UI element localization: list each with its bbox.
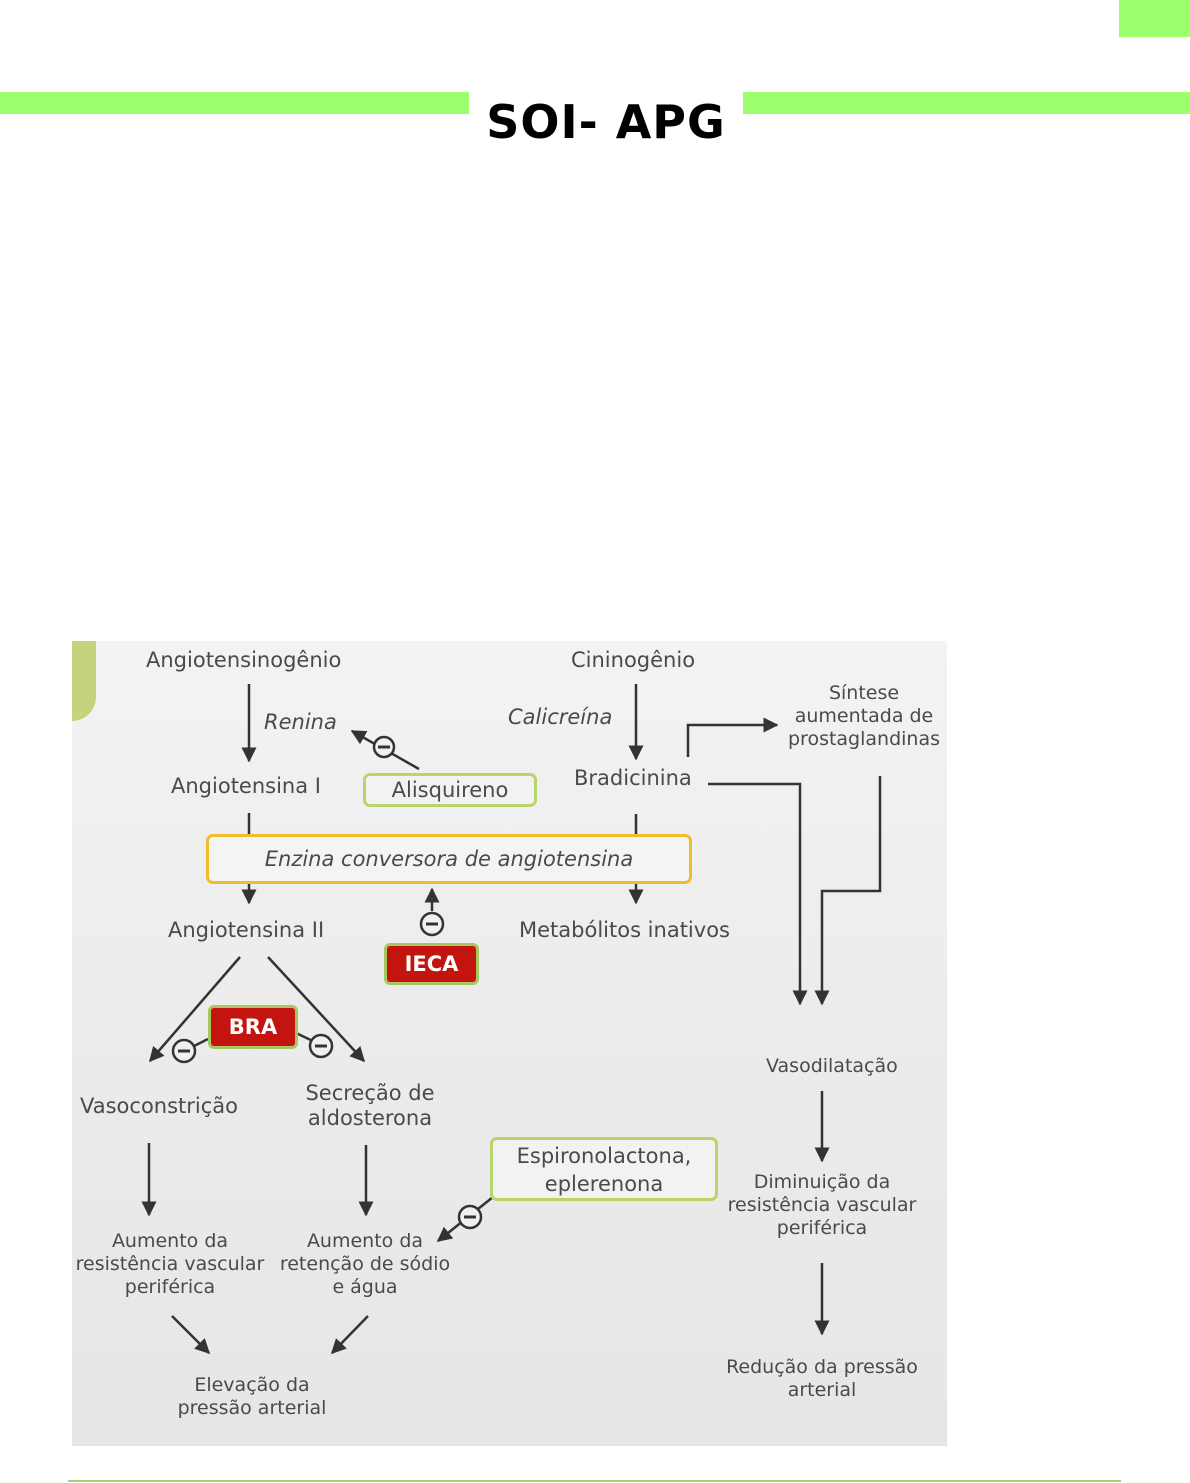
aumento-retencao-line-1: Aumento da — [306, 1230, 424, 1252]
node-secrecao-line-1: Secreção de — [305, 1081, 435, 1105]
raas-diagram: Angiotensinogênio Renina Angiotensina I … — [72, 641, 947, 1446]
node-sintese-prostaglandinas: Síntese aumentada de prostaglandinas — [783, 682, 945, 750]
node-vasoconstricao: Vasoconstrição — [80, 1094, 239, 1118]
arrow-resistencia-to-elevacao — [171, 1315, 211, 1355]
node-calicreina: Calicreína — [508, 705, 613, 729]
aumento-resistencia-line-3: periférica — [124, 1275, 216, 1298]
diminuicao-line-1: Diminuição da — [753, 1171, 891, 1193]
arrow-bradicinina-to-sintese — [686, 717, 779, 757]
diminuicao-line-2: resistência vascular — [727, 1193, 917, 1216]
espiro-line-1: Espironolactona, — [516, 1144, 692, 1168]
figure-corner-decoration — [72, 641, 96, 721]
node-secrecao-line-2: aldosterona — [307, 1106, 433, 1131]
node-angiotensina-ii: Angiotensina II — [168, 918, 325, 942]
node-angiotensina-i: Angiotensina I — [171, 774, 321, 798]
elevacao-line-1: Elevação da — [194, 1374, 310, 1396]
sintese-line-3: prostaglandinas — [787, 727, 941, 750]
node-cininogenio: Cininogênio — [571, 648, 696, 672]
aumento-resistencia-line-2: resistência vascular — [75, 1252, 265, 1275]
arrow-angiotensina-ii-to-secrecao — [267, 956, 366, 1063]
reducao-line-1: Redução da pressão — [726, 1356, 918, 1378]
node-bradicinina: Bradicinina — [574, 766, 692, 790]
title-bar-left — [0, 92, 469, 114]
node-reducao-pressao: Redução da pressão arterial — [722, 1356, 922, 1402]
node-secrecao-aldosterona: Secreção de aldosterona — [290, 1081, 450, 1131]
page-title: SOI- APG — [486, 95, 726, 149]
node-vasodilatacao: Vasodilatação — [766, 1055, 898, 1077]
espiro-line-2: eplerenona — [544, 1172, 664, 1196]
arrow-sintese-to-vasodilatacao — [814, 776, 882, 1006]
corner-tab — [1119, 0, 1190, 37]
node-elevacao-pressao: Elevação da pressão arterial — [162, 1374, 342, 1420]
diminuicao-line-3: periférica — [776, 1216, 868, 1239]
node-alisquireno: Alisquireno — [363, 773, 537, 807]
node-metabolitos-inativos: Metabólitos inativos — [519, 918, 730, 942]
sintese-line-1: Síntese — [828, 682, 900, 704]
node-aumento-resistencia: Aumento da resistência vascular periféri… — [72, 1230, 268, 1298]
node-enzima-conversora: Enzina conversora de angiotensina — [206, 834, 692, 884]
node-bra: BRA — [208, 1005, 298, 1049]
diagram-arrows — [141, 684, 882, 1355]
aumento-resistencia-line-1: Aumento da — [111, 1230, 229, 1252]
aumento-retencao-line-2: retenção de sódio — [279, 1252, 451, 1275]
arrow-bradicinina-to-vasodilatacao — [708, 782, 808, 1006]
sintese-line-2: aumentada de — [794, 704, 934, 727]
node-ieca: IECA — [384, 943, 479, 985]
aumento-retencao-line-3: e água — [332, 1275, 398, 1298]
node-renina: Renina — [264, 710, 337, 734]
reducao-line-2: arterial — [787, 1378, 857, 1401]
node-aumento-retencao: Aumento da retenção de sódio e água — [275, 1230, 455, 1298]
arrow-retencao-to-elevacao — [330, 1315, 369, 1355]
node-espironolactona: Espironolactona, eplerenona — [490, 1137, 718, 1201]
title-bar-right — [743, 92, 1190, 114]
elevacao-line-2: pressão arterial — [177, 1396, 327, 1419]
node-angiotensinogenio: Angiotensinogênio — [146, 648, 342, 672]
footer-line — [68, 1480, 1121, 1482]
arrow-angiotensina-ii-to-vasoconstricao — [149, 956, 241, 1063]
node-diminuicao-resistencia: Diminuição da resistência vascular perif… — [722, 1171, 922, 1239]
